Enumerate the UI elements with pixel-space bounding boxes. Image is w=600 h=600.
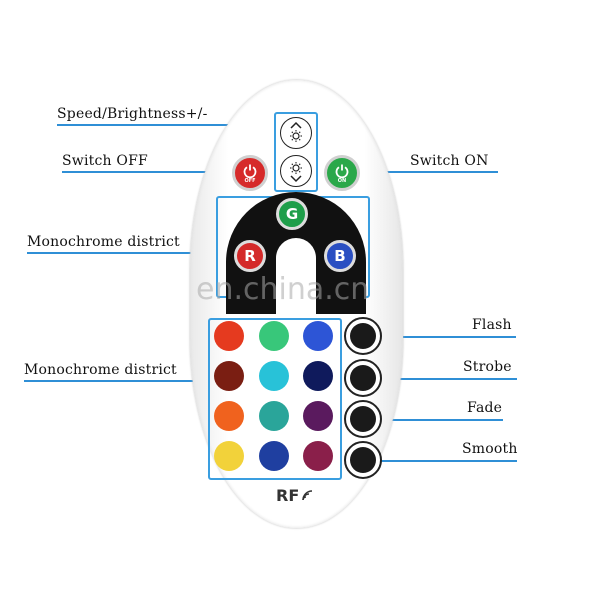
color-swatch-button[interactable] [259, 401, 289, 431]
color-swatch-button[interactable] [303, 401, 333, 431]
switch-on-button[interactable]: ON [324, 155, 360, 191]
color-swatch-button[interactable] [259, 321, 289, 351]
on-text: ON [337, 177, 347, 184]
fade-button-face [350, 406, 376, 432]
color-swatch-button[interactable] [303, 321, 333, 351]
up-brightness-icon [290, 121, 302, 142]
red-button[interactable]: R [234, 240, 266, 272]
smooth-button-face [350, 447, 376, 473]
blue-button[interactable]: B [324, 240, 356, 272]
color-swatch-button[interactable] [303, 361, 333, 391]
color-swatch-button[interactable] [259, 361, 289, 391]
speed-brightness-box [274, 112, 318, 192]
monochrome-district-bottom-label: Monochrome district [24, 362, 177, 378]
color-swatch-button[interactable] [214, 321, 244, 351]
switch-on-line [358, 171, 498, 173]
monochrome-district-bottom-box [208, 318, 342, 480]
monochrome-district-top-line [27, 252, 217, 254]
smooth-line [380, 460, 517, 462]
off-text: OFF [244, 177, 256, 184]
rgb-arc-center [276, 238, 316, 318]
strobe-label: Strobe [463, 359, 512, 375]
flash-button-face [350, 323, 376, 349]
strobe-button[interactable] [344, 359, 382, 397]
color-swatch-button[interactable] [214, 441, 244, 471]
color-swatch-button[interactable] [259, 441, 289, 471]
speed-brightness-line [57, 124, 275, 126]
power-icon [335, 164, 349, 178]
fade-line [380, 419, 503, 421]
flash-label: Flash [472, 317, 512, 333]
fade-button[interactable] [344, 400, 382, 438]
smooth-button[interactable] [344, 441, 382, 479]
strobe-button-face [350, 365, 376, 391]
color-swatch-button[interactable] [303, 441, 333, 471]
smooth-label: Smooth [462, 441, 518, 457]
switch-on-label: Switch ON [410, 153, 489, 169]
down-brightness-icon [290, 162, 302, 183]
switch-off-label: Switch OFF [62, 153, 148, 169]
color-swatch-button[interactable] [214, 401, 244, 431]
speed-brightness-label: Speed/Brightness+/- [57, 106, 208, 122]
speed-brightness-up-button[interactable] [280, 117, 312, 149]
rf-logo: RF [276, 486, 313, 505]
fade-label: Fade [467, 400, 503, 416]
strobe-line [380, 378, 517, 380]
flash-button[interactable] [344, 317, 382, 355]
monochrome-district-bottom-line [24, 380, 210, 382]
green-button[interactable]: G [276, 198, 308, 230]
watermark: en.china.cn [196, 272, 370, 307]
switch-off-button[interactable]: OFF [232, 155, 268, 191]
wireless-signal-icon [302, 489, 313, 500]
switch-off-line [62, 171, 232, 173]
monochrome-district-top-label: Monochrome district [27, 234, 180, 250]
speed-brightness-down-button[interactable] [280, 155, 312, 187]
color-swatch-button[interactable] [214, 361, 244, 391]
power-icon [243, 164, 257, 178]
rf-text: RF [276, 486, 300, 505]
flash-line [380, 336, 516, 338]
